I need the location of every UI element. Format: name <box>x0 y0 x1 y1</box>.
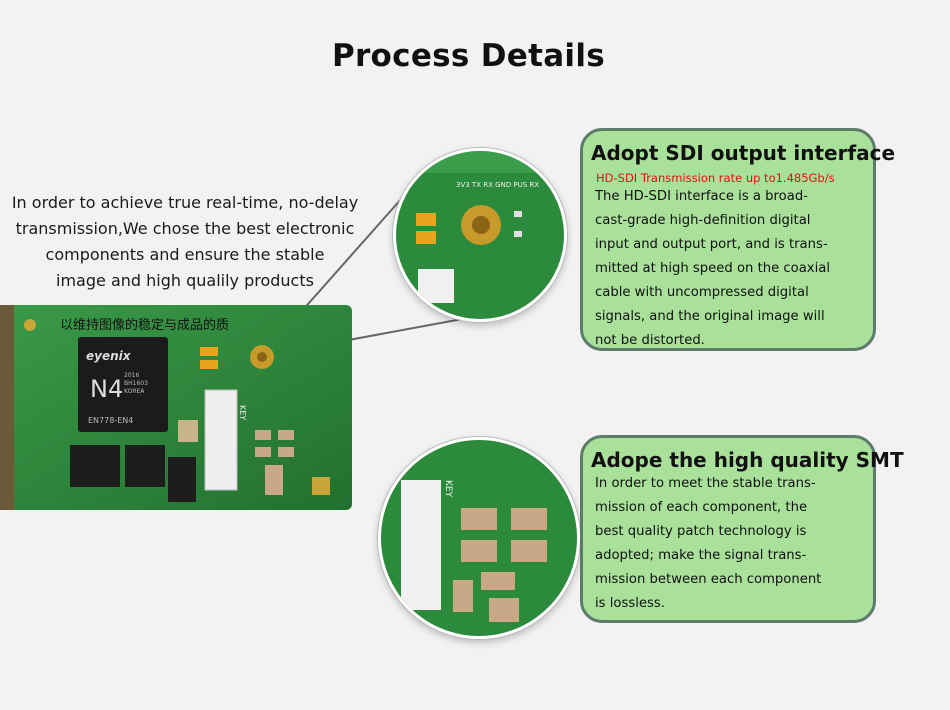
card-body-line: mission between each component <box>595 572 822 587</box>
chip-code: BH1603 <box>124 380 148 387</box>
card-body-line: adopted; make the signal trans- <box>595 548 807 563</box>
chip-part: EN778-EN4 <box>88 416 133 425</box>
card-body-line: not be distorted. <box>595 333 705 348</box>
camera-board-image: eyenix N4 2016 BH1603 KOREA EN778-EN4 KE… <box>0 305 352 510</box>
intro-text: In order to achieve true real-time, no-d… <box>0 190 370 294</box>
smt-zoom-image: KEY <box>378 437 580 639</box>
card-body-line: input and output port, and is trans- <box>595 237 828 252</box>
chip-code: KOREA <box>124 388 145 395</box>
intro-line: transmission,We chose the best electroni… <box>15 219 355 238</box>
connector-label: KEY <box>238 405 247 420</box>
card-body-line: mitted at high speed on the coaxial <box>595 261 831 276</box>
card-body-line: cast-grade high-definition digital <box>595 213 811 228</box>
sdi-info-card: Adopt SDI output interface HD-SDI Transm… <box>580 128 895 353</box>
card-body-line: The HD-SDI interface is a broad- <box>595 189 808 204</box>
smt-info-card: Adope the high quality SMT In order to m… <box>580 435 904 623</box>
intro-line: In order to achieve true real-time, no-d… <box>11 193 359 212</box>
pin-labels: 3V3 TX RX GND PUS RX <box>456 181 539 189</box>
card-body-line: signals, and the original image will <box>595 309 825 324</box>
card-title: Adope the high quality SMT <box>591 448 904 472</box>
sdi-zoom-image: 3V3 TX RX GND PUS RX <box>393 148 567 322</box>
card-subtitle: HD-SDI Transmission rate up to1.485Gb/s <box>596 171 835 185</box>
card-body-line: is lossless. <box>595 596 665 611</box>
card-body-line: In order to meet the stable trans- <box>595 476 816 491</box>
connector-label: KEY <box>443 480 453 498</box>
chip-code: 2016 <box>124 372 139 379</box>
card-body: In order to meet the stable trans- missi… <box>595 472 865 616</box>
card-body: The HD-SDI interface is a broad- cast-gr… <box>595 185 865 353</box>
card-body-line: best quality patch technology is <box>595 524 807 539</box>
chip-brand: eyenix <box>86 349 132 363</box>
page-title: Process Details <box>331 38 606 74</box>
card-body-line: cable with uncompressed digital <box>595 285 809 300</box>
intro-line: image and high qualily products <box>56 271 314 290</box>
intro-line: components and ensure the stable <box>45 245 325 264</box>
card-title: Adopt SDI output interface <box>591 141 896 165</box>
overlay-chinese-text: 以维持图像的稳定与成品的质 <box>60 318 230 333</box>
card-body-line: mission of each component, the <box>595 500 808 515</box>
chip-model: N4 <box>90 375 123 403</box>
